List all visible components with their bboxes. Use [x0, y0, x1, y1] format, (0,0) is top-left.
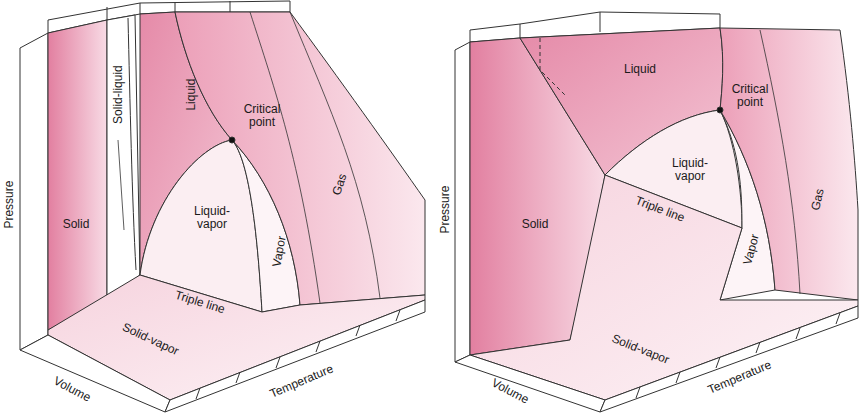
- region-label: Liquid-vapor: [669, 157, 711, 183]
- region-label: Solid: [522, 218, 549, 231]
- axis-label: Volume: [51, 375, 93, 405]
- point-label: Critical point: [725, 83, 775, 109]
- region-label: Solid-liquid: [111, 66, 124, 125]
- region-label: Liquid: [624, 63, 656, 76]
- region-label: Solid: [63, 218, 90, 231]
- region-label: Liquid: [185, 79, 198, 111]
- axis-label: Pressure: [439, 186, 452, 234]
- region-label: Liquid-vapor: [191, 205, 233, 231]
- axis-label: Pressure: [3, 181, 16, 229]
- point-label: Critical point: [237, 103, 287, 129]
